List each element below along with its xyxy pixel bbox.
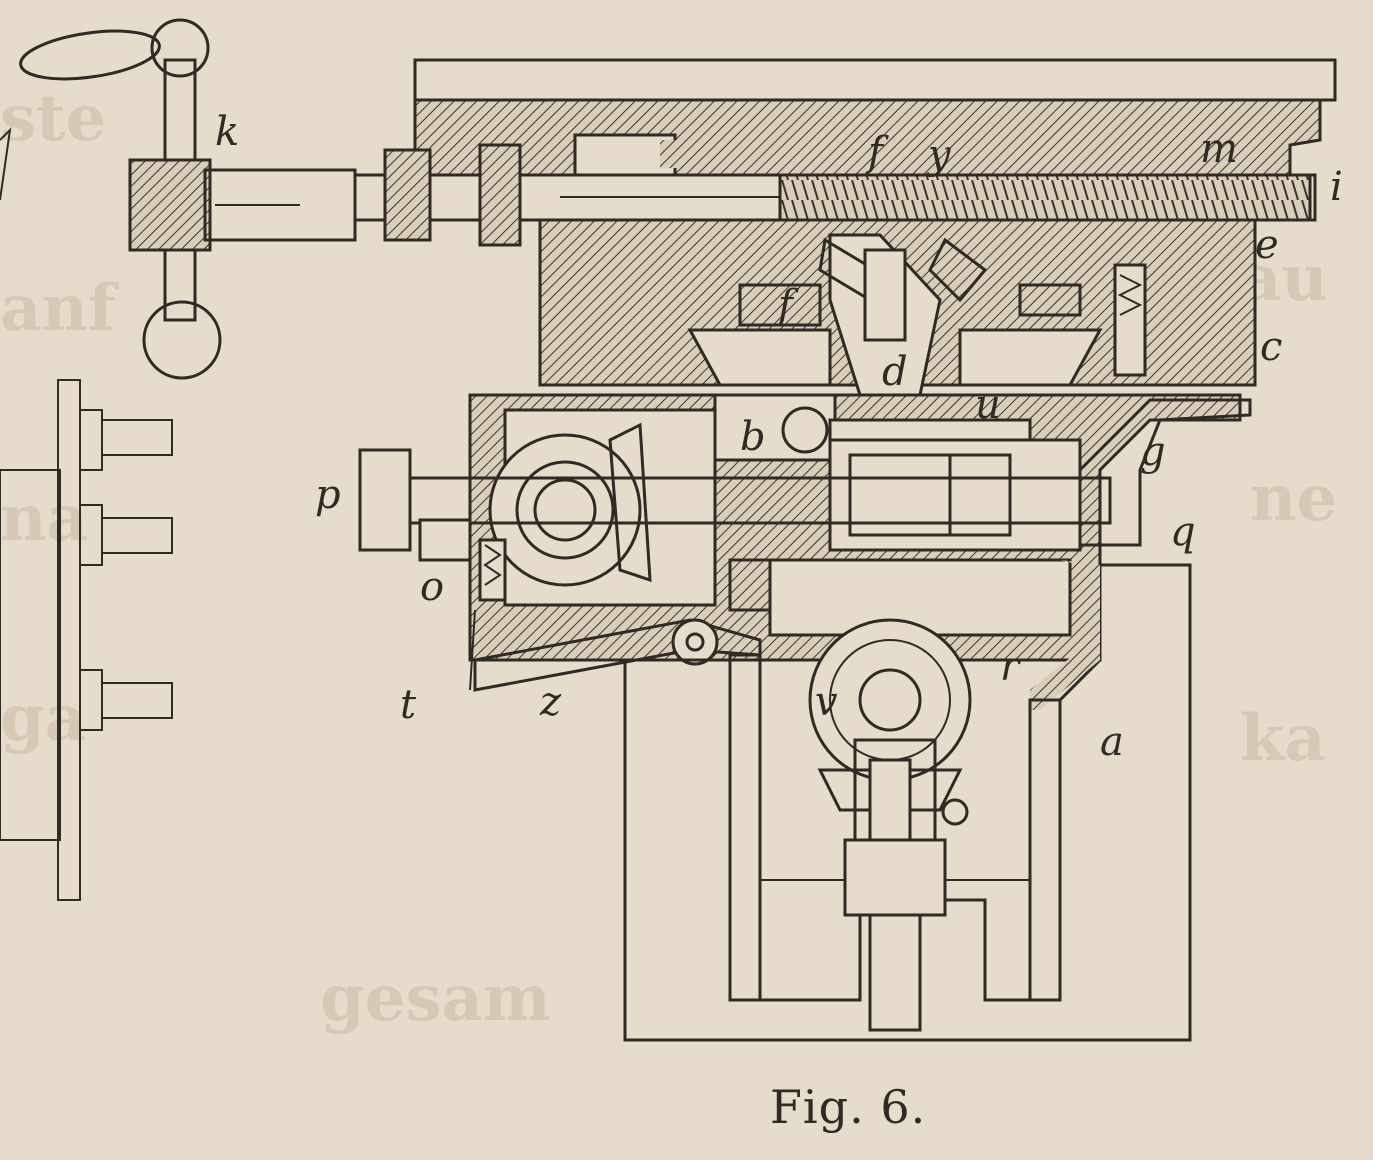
- label-v: v: [815, 679, 838, 725]
- label-q: q: [1170, 509, 1196, 555]
- svg-text:ga: ga: [0, 681, 86, 756]
- label-k: k: [215, 109, 239, 155]
- label-o: o: [420, 564, 444, 610]
- label-t: t: [400, 682, 417, 728]
- label-m: m: [1200, 126, 1238, 172]
- main-shaft: [358, 398, 1252, 602]
- label-y: y: [926, 132, 952, 178]
- lead-screw: [353, 143, 1317, 247]
- label-r: r: [1000, 644, 1022, 690]
- bed-base: [623, 560, 1192, 1042]
- svg-text:gesam: gesam: [320, 961, 551, 1036]
- figure-caption: Fig. 6.: [770, 1080, 927, 1134]
- apron-housing: [468, 393, 1242, 662]
- hand-crank: [19, 18, 357, 380]
- svg-text:ste: ste: [0, 81, 106, 156]
- worm-wheel: [808, 618, 972, 1032]
- label-b: b: [740, 414, 766, 460]
- label-c: c: [1260, 324, 1282, 370]
- label-u: u: [975, 382, 1001, 428]
- label-z: z: [539, 679, 562, 725]
- label-d: d: [882, 349, 908, 395]
- svg-text:ne: ne: [1250, 461, 1337, 536]
- label-e: e: [1255, 222, 1279, 268]
- label-p: p: [315, 472, 341, 518]
- left-stepped-pulley: [0, 127, 173, 901]
- label-a: a: [1100, 719, 1124, 765]
- label-i: i: [1330, 164, 1343, 210]
- label-g: g: [1140, 429, 1166, 475]
- svg-text:anf: anf: [0, 271, 119, 346]
- top-table: [413, 58, 1337, 177]
- svg-text:na: na: [0, 481, 88, 556]
- svg-text:ka: ka: [1240, 701, 1326, 776]
